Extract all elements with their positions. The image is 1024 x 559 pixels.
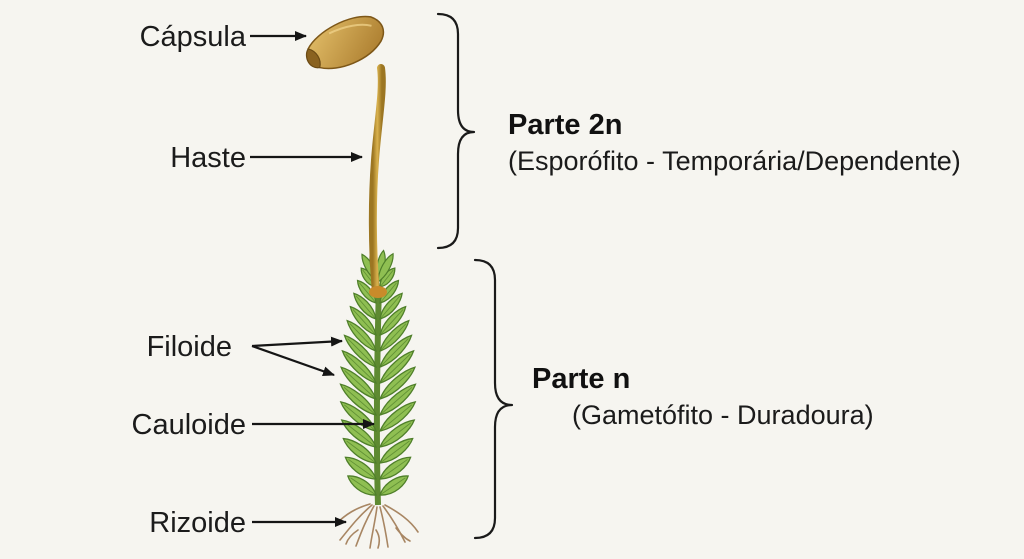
leaf-midrib <box>347 338 377 368</box>
leaf-midrib <box>379 422 412 448</box>
subtitle-sporophyte: (Esporófito - Temporária/Dependente) <box>508 146 961 176</box>
label-cauloide: Cauloide <box>132 409 246 441</box>
leaf-midrib <box>379 295 401 320</box>
title-sporophyte: Parte 2n <box>508 109 622 141</box>
leaf-midrib <box>379 323 407 352</box>
rhizoid-roots <box>335 503 419 549</box>
leaf-midrib <box>359 282 377 304</box>
leaf-midrib <box>379 353 411 384</box>
leaf-midrib <box>379 459 408 480</box>
leaf-midrib <box>379 309 404 336</box>
label-filoide: Filoide <box>147 331 232 363</box>
leaf-midrib <box>352 309 377 336</box>
leaf-midrib <box>355 295 377 320</box>
sporophyte <box>305 15 387 298</box>
arrow-filoide-2 <box>251 344 335 377</box>
brace-sporophyte <box>436 12 476 250</box>
leaf-midrib <box>343 386 377 416</box>
leaf-midrib <box>344 370 377 400</box>
leaf-midrib <box>379 370 412 400</box>
title-gametophyte: Parte n <box>532 363 630 395</box>
leaf-midrib <box>379 477 406 496</box>
leaf-midrib <box>346 440 377 464</box>
subtitle-gametophyte: (Gametófito - Duradoura) <box>572 400 874 430</box>
label-capsula: Cápsula <box>140 21 247 53</box>
leaf-filoide <box>377 252 394 284</box>
leaf-midrib <box>348 459 377 480</box>
leaf-midrib <box>379 440 410 464</box>
leaf-midrib <box>379 282 397 304</box>
label-rizoide: Rizoide <box>149 507 246 539</box>
leaf-midrib <box>379 386 413 416</box>
arrow-filoide-1 <box>251 336 343 348</box>
leaf-midrib <box>379 338 409 368</box>
leaf-midrib <box>379 269 394 288</box>
gametophyte-shoot <box>339 249 417 506</box>
leaf-midrib <box>344 422 377 448</box>
leaf-midrib <box>349 323 377 352</box>
stalk-seta <box>368 64 386 296</box>
capsule-shape <box>305 15 385 70</box>
leaf-midrib <box>345 353 377 384</box>
leaf-midrib <box>350 477 377 496</box>
leaf-midrib <box>379 404 413 432</box>
label-haste: Haste <box>170 142 246 174</box>
brace-gametophyte <box>473 258 514 540</box>
